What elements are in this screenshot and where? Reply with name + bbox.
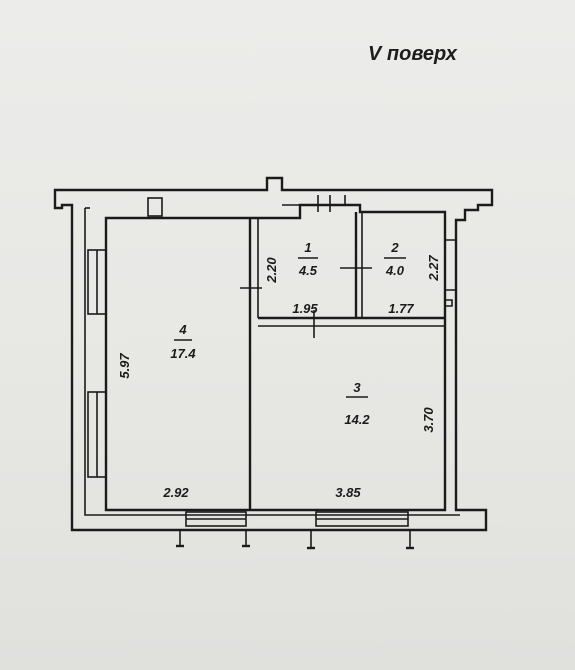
room-2-area: 4.0 [385, 263, 405, 278]
room-3-number: 3 [353, 380, 361, 395]
left-window-upper [87, 249, 107, 315]
room-4-number: 4 [178, 322, 187, 337]
room-4-area: 17.4 [170, 346, 196, 361]
room-1-height-dimension: 2.20 [264, 257, 279, 284]
room-2-width-dimension: 1.77 [388, 301, 414, 316]
room-4-width-dimension: 2.92 [162, 485, 189, 500]
room-1-width-dimension: 1.95 [292, 301, 318, 316]
right-wall-notch [445, 239, 456, 307]
room-1-number: 1 [304, 240, 311, 255]
pillar-marker [147, 197, 163, 217]
room-4-height-dimension: 5.97 [117, 353, 132, 379]
outer-walls [53, 176, 494, 532]
bottom-window-right [307, 511, 414, 550]
room-3-height-dimension: 3.70 [421, 407, 436, 433]
floor-title: V поверх [368, 43, 457, 65]
door-marks [240, 267, 372, 338]
left-window-lower [87, 391, 107, 478]
shaft-lines [300, 195, 346, 212]
interior-walls [248, 212, 445, 510]
room-3-area: 14.2 [344, 412, 370, 427]
room-1-area: 4.5 [298, 263, 318, 278]
room-2-height-dimension: 2.27 [426, 255, 441, 282]
room-2-number: 2 [390, 240, 399, 255]
bottom-window-left [176, 511, 250, 548]
room-3-width-dimension: 3.85 [335, 485, 361, 500]
